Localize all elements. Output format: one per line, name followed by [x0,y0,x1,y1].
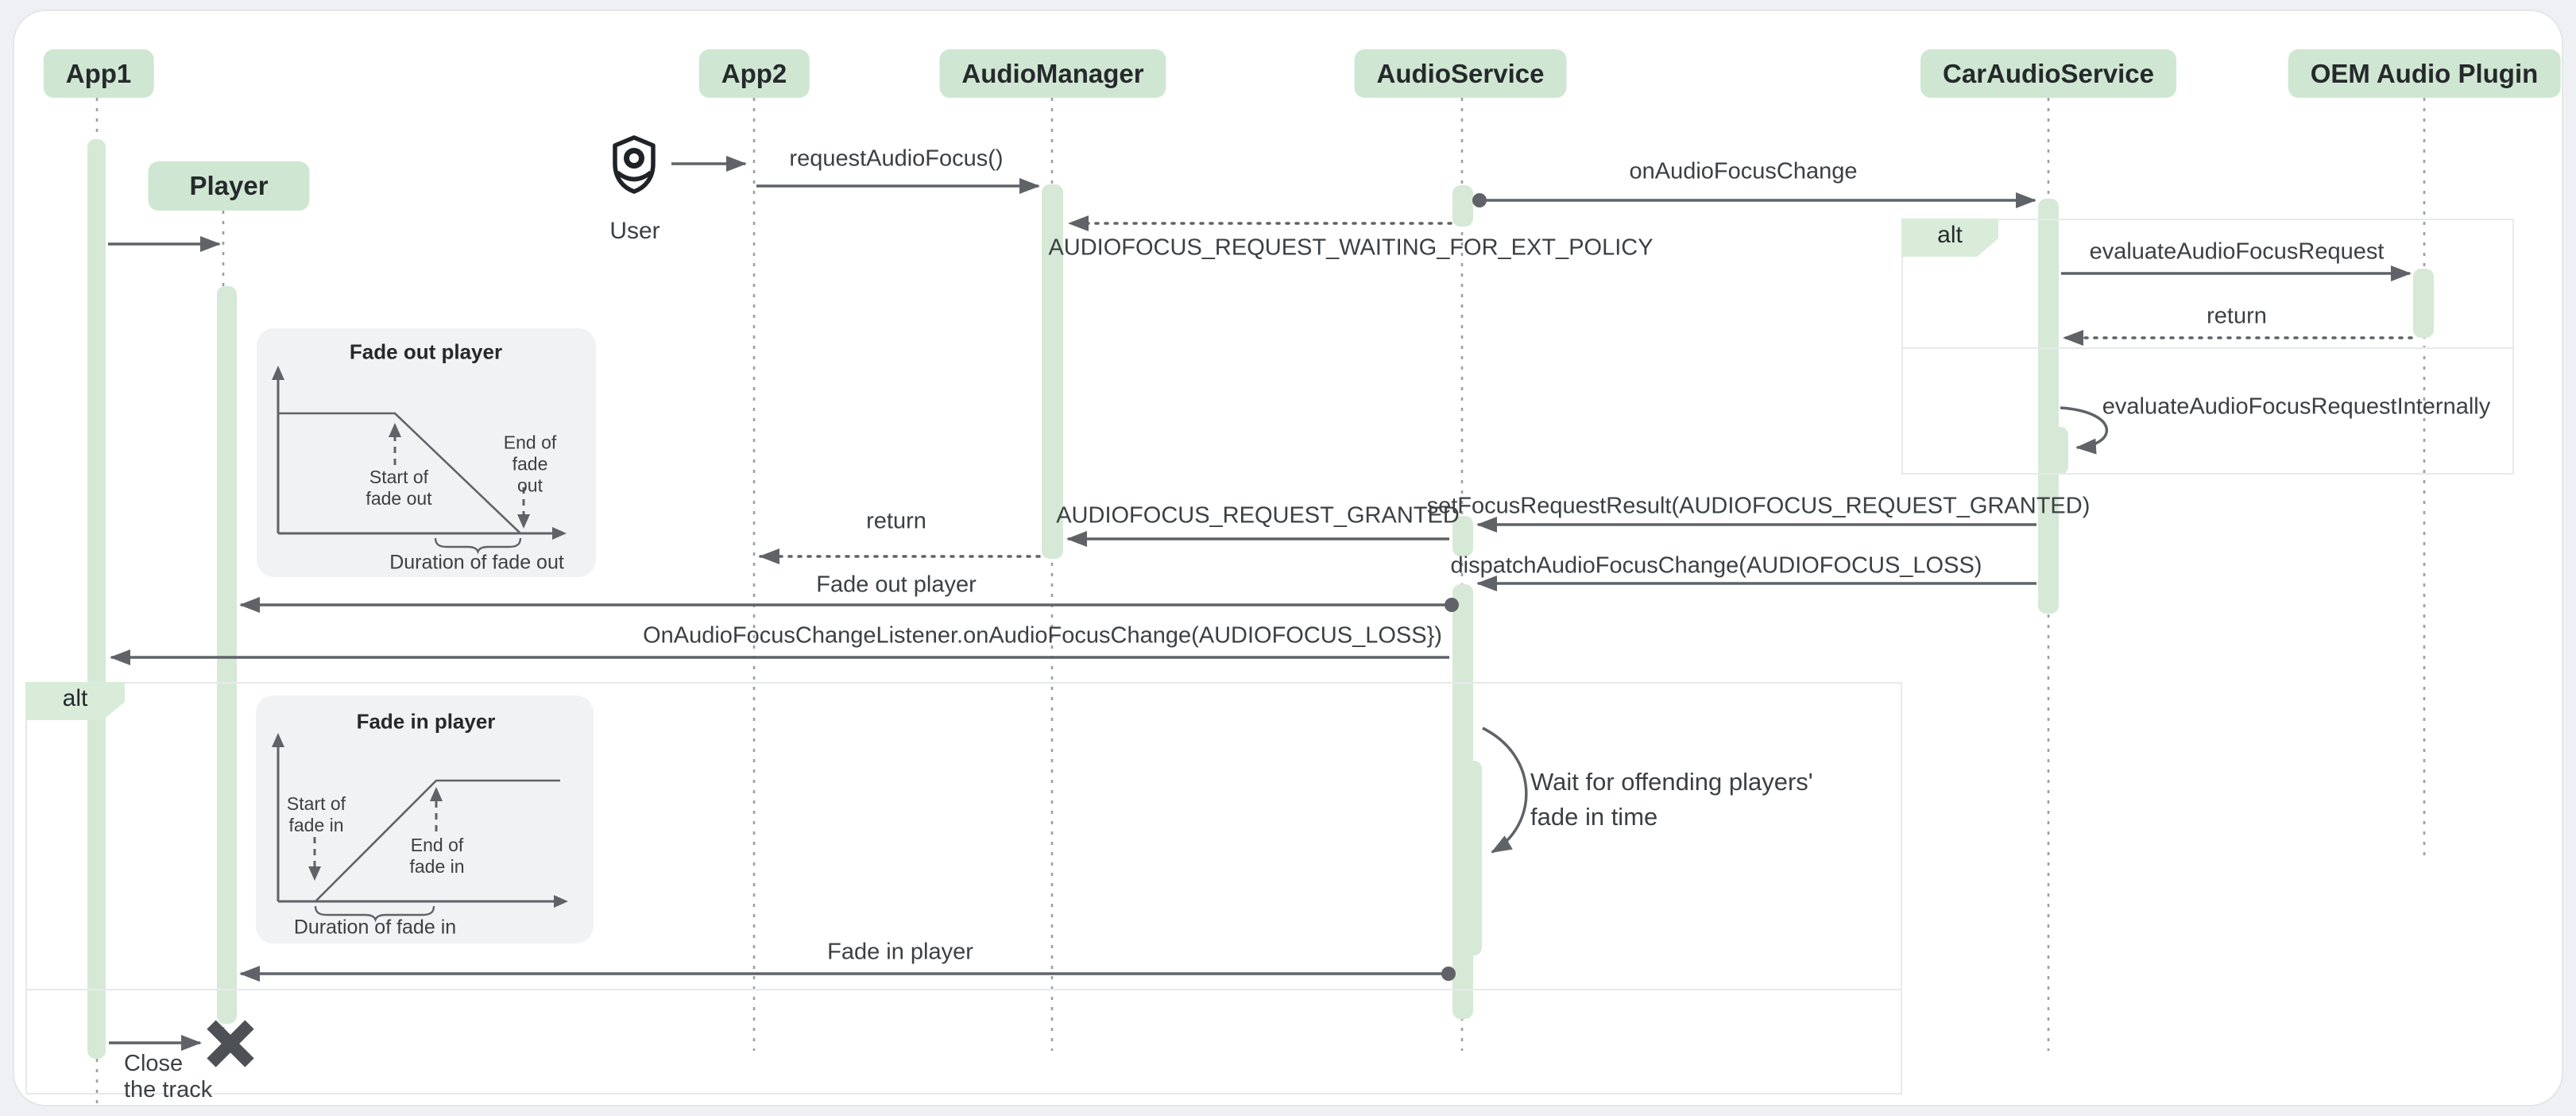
participant-audioservice: AudioService [1354,49,1567,98]
activation-player [217,286,237,1024]
label-dispatch-change: dispatchAudioFocusChange(AUDIOFOCUS_LOSS… [1450,552,1982,579]
label-request-audio-focus: requestAudioFocus() [789,145,1004,172]
chart-label-line: fade in [409,856,465,877]
note-line: Wait for offending players' [1530,768,1813,796]
label-on-audio-focus-change: onAudioFocusChange [1629,158,1858,184]
label-return-oem: return [2207,303,2267,329]
label-request-granted: AUDIOFOCUS_REQUEST_GRANTED [1056,502,1460,529]
fade-in-start-label: Start of fade in [287,793,346,836]
label-waiting-ext-policy: AUDIOFOCUS_REQUEST_WAITING_FOR_EXT_POLIC… [1048,234,1654,261]
label-listener-callback: OnAudioFocusChangeListener.onAudioFocusC… [643,622,1442,649]
participant-oem-audio-plugin: OEM Audio Plugin [2288,49,2561,98]
chart-label-line: Start of [286,793,346,814]
user-actor-label: User [609,218,660,244]
activation-audioservice-2 [1452,516,1473,556]
label-set-focus-result: setFocusRequestResult(AUDIOFOCUS_REQUEST… [1426,493,2091,519]
alt-frame-left-label: alt [25,682,125,720]
fade-in-chart: Fade in player Start of fade in End of f… [256,696,594,944]
fade-in-chart-plot [272,733,568,923]
note-line: Close [124,1051,184,1076]
label-evaluate-focus-request: evaluateAudioFocusRequest [2089,238,2385,265]
activation-audioservice-1 [1452,185,1473,227]
arrow-evaluate-internally-selfcall [2060,406,2108,455]
alt-frame-right-divider [1901,347,2514,349]
activation-audioservice-nested [1463,761,1482,955]
destroy-x-icon [207,1020,254,1068]
activation-caraudioservice [2038,199,2059,614]
fade-out-start-label: Start of fade out [366,467,431,510]
participant-app1: App1 [43,49,154,98]
fade-out-dot [1445,598,1459,612]
note-line: the track [124,1077,213,1102]
shield-person-icon [613,135,656,194]
label-fade-out-player: Fade out player [816,572,977,598]
chart-label-line: Start of [369,467,429,487]
activation-app1 [87,139,106,1059]
fade-in-dot [1441,967,1456,981]
chart-label-line: fade out [366,488,432,509]
participant-caraudioservice: CarAudioService [1920,49,2176,98]
found-message-dot [1472,193,1487,207]
object-player: Player [148,161,310,211]
fade-out-chart-title: Fade out player [349,339,503,364]
label-fade-in-player: Fade in player [827,939,973,965]
alt-label-text: alt [62,685,88,711]
alt-frame-left [25,682,1902,1095]
label-evaluate-internally: evaluateAudioFocusRequestInternally [2102,393,2491,420]
activation-caraudioservice-nested [2049,427,2068,475]
fade-out-end-label: End of fade out [497,432,563,497]
fade-in-duration-label: Duration of fade in [293,916,457,939]
label-return-app2: return [866,508,926,534]
participant-app2: App2 [698,49,810,98]
alt-frame-left-divider [25,989,1902,990]
fade-out-chart: Fade out player Start of fade out End of… [257,328,596,577]
alt-label-text: alt [1937,222,1963,248]
note-line: fade in time [1530,803,1658,831]
fade-in-end-label: End of fade in [409,835,464,878]
note-wait-for-fade: Wait for offending players' fade in time [1530,765,1813,835]
fade-out-chart-plot [272,366,567,555]
alt-frame-right-label: alt [1901,219,1998,257]
chart-label-line: fade in [288,815,344,835]
note-close-track: Close the track [124,1051,212,1103]
fade-in-chart-title: Fade in player [356,709,496,734]
participant-audiomanager: AudioManager [939,49,1166,98]
activation-audiomanager [1042,184,1063,559]
fade-out-duration-label: Duration of fade out [389,551,564,574]
alt-frame-right [1901,219,2514,475]
arrow-wait-selfcall [1482,727,1528,854]
chart-label-line: End of [503,432,557,453]
chart-label-line: End of [410,835,464,855]
chart-label-line: fade out [512,453,548,496]
activation-oem-plugin [2413,269,2434,338]
